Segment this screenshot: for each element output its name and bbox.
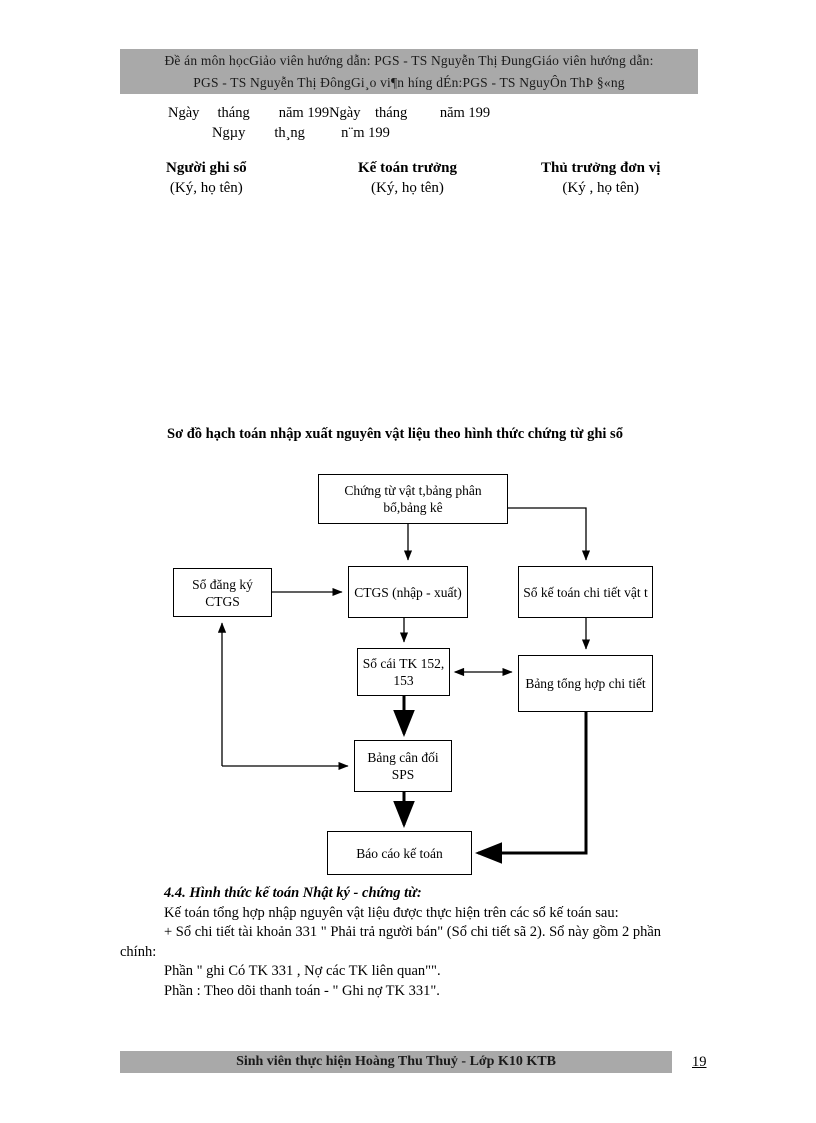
diagram-node-bao-cao-ke-toan: Báo cáo kế toán <box>327 831 472 875</box>
header-line-1: Đề án môn họcGiảo viên hướng dẫn: PGS - … <box>164 53 654 68</box>
page-header-band: Đề án môn họcGiảo viên hướng dẫn: PGS - … <box>120 49 698 94</box>
diagram-node-label: Sổ cái TK 152, 153 <box>362 656 445 688</box>
signature-sub-director: (Ký , họ tên) <box>562 180 640 196</box>
body-paragraph-3: Phần " ghi Có TK 331 , Nợ các TK liên qu… <box>164 963 441 979</box>
signature-sub-recorder: (Ký, họ tên) <box>169 180 243 196</box>
diagram-node-so-dang-ky-ctgs: Sổ đăng ký CTGS <box>173 568 272 617</box>
diagram-node-label: Bảng cân đối SPS <box>367 750 439 782</box>
section-heading-4-4: 4.4. Hình thức kế toán Nhật ký - chứng t… <box>164 885 422 901</box>
signature-title-recorder: Người ghi sổ <box>166 160 247 176</box>
diagram-node-chung-tu-vat-tu: Chứng từ vật t,bảng phân bổ,bảng kê <box>318 474 508 524</box>
page-footer-band: Sinh viên thực hiện Hoàng Thu Thuỷ - Lớp… <box>120 1051 672 1073</box>
body-text-block: 4.4. Hình thức kế toán Nhật ký - chứng t… <box>120 884 700 1001</box>
diagram-node-label: Bảng tổng hợp chi tiết <box>525 676 646 691</box>
signature-title-chief-accountant: Kế toán trưởng <box>358 160 457 176</box>
diagram-node-bang-can-doi-sps: Bảng cân đối SPS <box>354 740 452 792</box>
diagram-node-bang-tong-hop-chi-tiet: Bảng tổng hợp chi tiết <box>518 655 653 712</box>
signature-block-director: Thủ trưởng đơn vị (Ký , họ tên) <box>541 160 660 197</box>
body-paragraph-1: Kế toán tổng hợp nhập nguyên vật liệu đư… <box>164 904 619 921</box>
diagram-node-ctgs-nhap-xuat: CTGS (nhập - xuất) <box>348 566 468 618</box>
date-line-primary: Ngày tháng năm 199Ngày tháng năm 199 <box>168 105 491 121</box>
signature-block-recorder: Người ghi sổ (Ký, họ tên) <box>166 160 247 197</box>
signature-sub-chief-accountant: (Ký, họ tên) <box>371 180 444 196</box>
signature-title-director: Thủ trưởng đơn vị <box>541 160 661 176</box>
page-number: 19 <box>692 1054 707 1070</box>
diagram-node-label: CTGS (nhập - xuất) <box>354 584 462 600</box>
diagram-node-label: Sổ kế toán chi tiết vật t <box>523 584 648 600</box>
body-paragraph-2: + Sổ chi tiết tài khoản 331 " Phải trả n… <box>120 924 662 960</box>
diagram-node-label: Sổ đăng ký CTGS <box>192 576 253 609</box>
diagram-node-so-ke-toan-chi-tiet: Sổ kế toán chi tiết vật t <box>518 566 653 618</box>
diagram-node-so-cai-tk: Sổ cái TK 152, 153 <box>357 648 450 696</box>
signature-block-chief-accountant: Kế toán trưởng (Ký, họ tên) <box>358 160 457 197</box>
header-line-2: PGS - TS Nguyễn Thị ĐôngGi¸o vi¶n híng d… <box>193 75 625 90</box>
diagram-title: Sơ đồ hạch toán nhập xuất nguyên vật liệ… <box>167 426 623 442</box>
diagram-node-label: Chứng từ vật t,bảng phân bổ,bảng kê <box>344 483 482 515</box>
date-line-secondary: Ngµy th¸ng n¨m 199 <box>212 125 390 141</box>
diagram-node-label: Báo cáo kế toán <box>356 845 443 861</box>
body-paragraph-4: Phần : Theo dõi thanh toán - " Ghi nợ TK… <box>164 982 440 999</box>
